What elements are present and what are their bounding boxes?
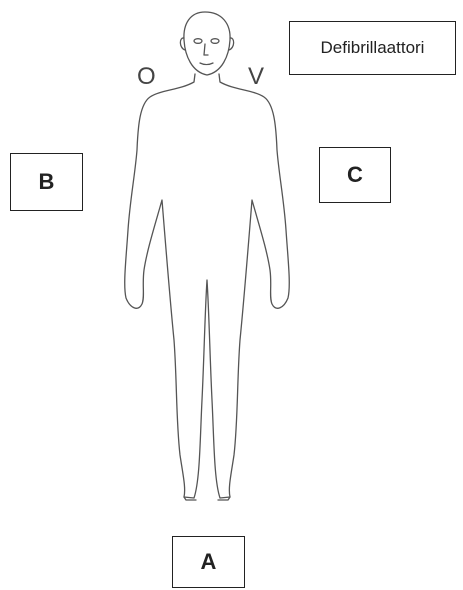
right-side-label: V [248, 63, 264, 91]
box-a-label: A [201, 549, 217, 575]
electrode-position-a-box[interactable]: A [172, 536, 245, 588]
box-c-label: C [347, 162, 363, 188]
left-side-label: O [137, 63, 156, 91]
electrode-position-c-box[interactable]: C [319, 147, 391, 203]
defibrillator-box[interactable]: Defibrillaattori [289, 21, 456, 75]
defibrillator-label: Defibrillaattori [321, 38, 425, 58]
electrode-position-b-box[interactable]: B [10, 153, 83, 211]
box-b-label: B [39, 169, 55, 195]
